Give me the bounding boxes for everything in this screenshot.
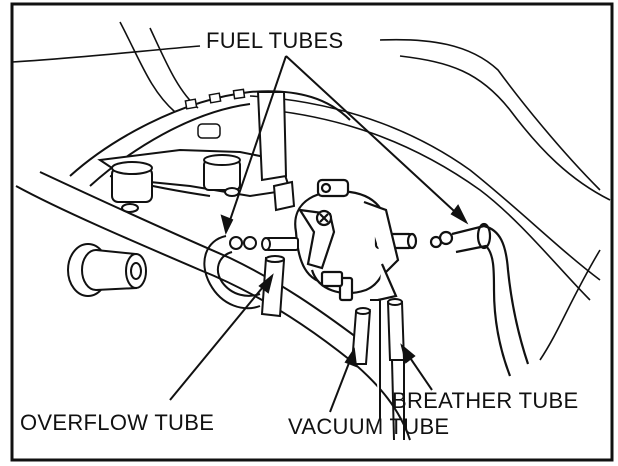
frame-contours <box>11 21 611 361</box>
vacuum-tube <box>350 299 381 420</box>
diagram-border <box>10 2 614 462</box>
rubber-mount <box>67 243 147 297</box>
label-fuel-tubes: FUEL TUBES <box>206 28 344 53</box>
leader-lines <box>169 55 469 413</box>
overflow-tube-segment <box>260 255 286 318</box>
fuel-pump <box>294 178 418 302</box>
right-fuel-tube <box>429 222 530 377</box>
breather-tube <box>386 298 406 441</box>
inlet-fittings <box>229 236 299 251</box>
cover-slots <box>184 88 246 139</box>
label-vacuum-tube: VACUUM TUBE <box>288 414 450 439</box>
label-overflow-tube: OVERFLOW TUBE <box>20 410 215 435</box>
frame-nut <box>256 91 296 212</box>
label-breather-tube: BREATHER TUBE <box>392 388 579 413</box>
